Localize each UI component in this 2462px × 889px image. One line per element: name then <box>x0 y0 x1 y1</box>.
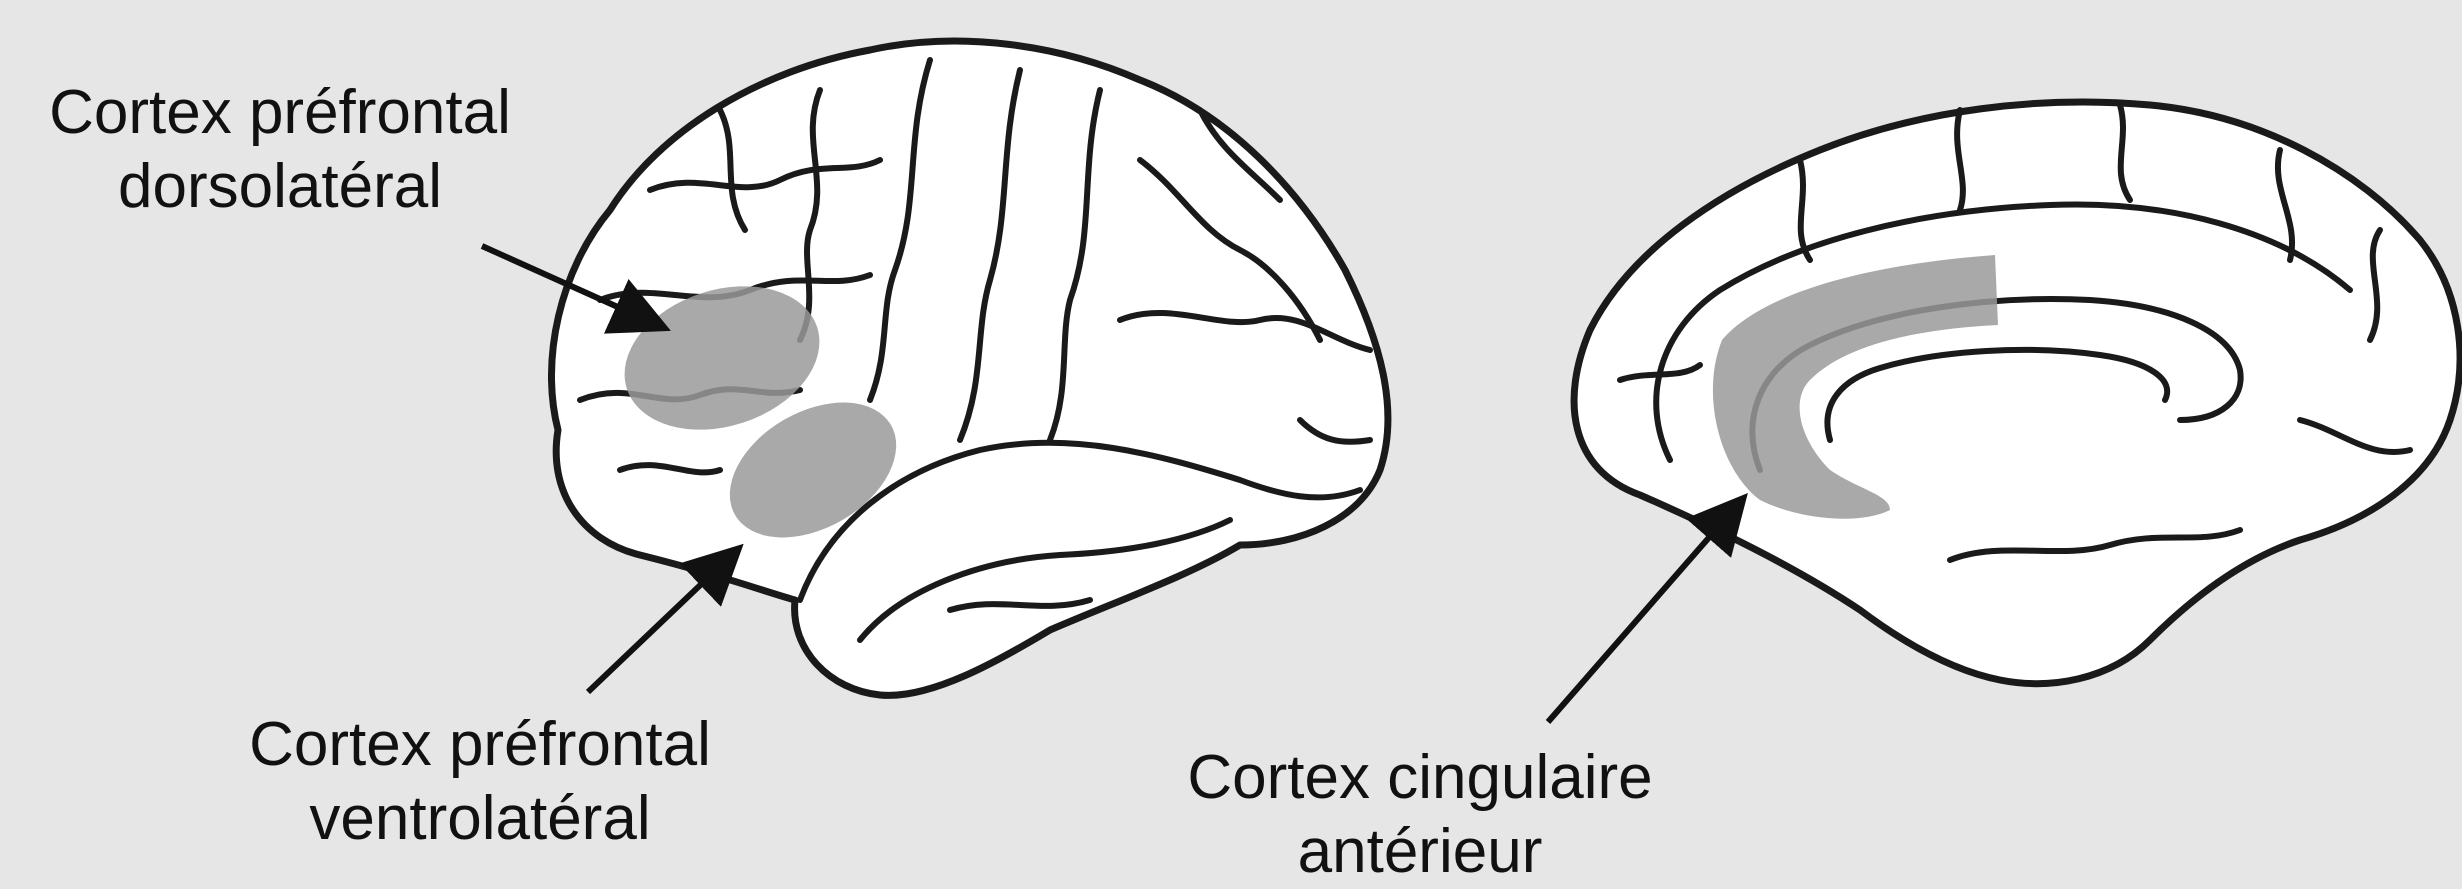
medial-brain-view <box>1574 102 2460 684</box>
vlpfc-arrow <box>588 552 735 692</box>
acc-arrow <box>1548 502 1740 722</box>
medial-brain-outline <box>1574 102 2460 684</box>
vlpfc-label-line-1: Cortex préfrontal <box>190 708 770 782</box>
dlpfc-label: Cortex préfrontal dorsolatéral <box>0 76 560 224</box>
dlpfc-label-line-2: dorsolatéral <box>0 150 560 224</box>
dlpfc-label-line-1: Cortex préfrontal <box>0 76 560 150</box>
acc-label-line-2: antérieur <box>1140 815 1700 889</box>
acc-label: Cortex cingulaire antérieur <box>1140 741 1700 889</box>
acc-label-line-1: Cortex cingulaire <box>1140 741 1700 815</box>
vlpfc-label-line-2: ventrolatéral <box>190 782 770 856</box>
vlpfc-label: Cortex préfrontal ventrolatéral <box>190 708 770 856</box>
lateral-brain-view <box>551 41 1387 695</box>
